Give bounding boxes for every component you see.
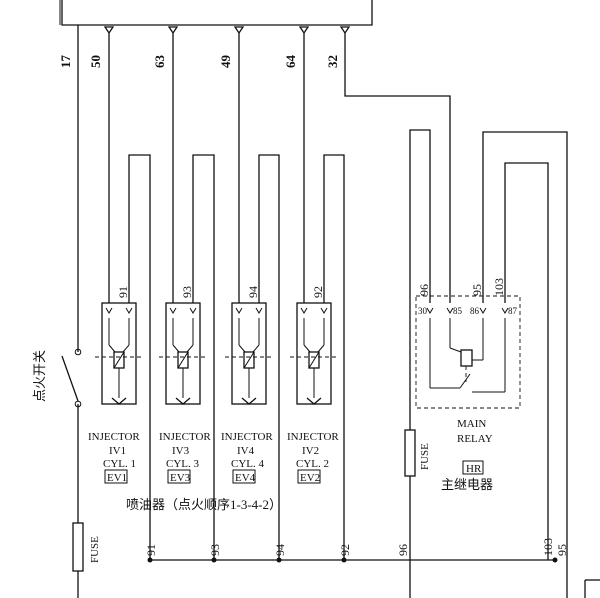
injector-1-tag: EV1	[107, 472, 127, 484]
wire-32	[344, 33, 451, 303]
injector-3-top-wire: 93	[180, 286, 194, 298]
injector-1-code: IV1	[109, 445, 126, 457]
ecu-pin-arrows	[103, 26, 351, 35]
injector-3-bottom-wire: 93	[208, 544, 222, 556]
bottom-bus	[147, 557, 558, 563]
injector-1-wires	[108, 33, 151, 560]
injector-1-cyl: CYL. 1	[103, 458, 136, 470]
injector-4-code: IV4	[237, 445, 255, 457]
fuse-right	[404, 429, 416, 477]
injector-3-caption: INJECTOR IV3 CYL. 3 EV3	[159, 431, 211, 484]
ecu-pin-32: 32	[325, 55, 340, 68]
bottom-right-frame	[584, 579, 600, 598]
injector-2-symbol	[290, 302, 338, 405]
injector-3-cyl: CYL. 3	[166, 458, 200, 470]
ecu-connector	[59, 0, 373, 26]
fuse-left	[72, 522, 84, 572]
ecu-pin-64: 64	[283, 55, 298, 69]
injector-4-name: INJECTOR	[221, 431, 273, 443]
ignition-switch	[61, 348, 82, 408]
injector-2-name: INJECTOR	[287, 431, 339, 443]
injector-3-tag: EV3	[170, 472, 191, 484]
injector-caption: 喷油器（点火顺序1-3-4-2）	[126, 497, 282, 512]
injector-3-name: INJECTOR	[159, 431, 211, 443]
injector-4-top-wire: 94	[246, 286, 260, 298]
injector-1-name: INJECTOR	[88, 431, 140, 443]
ignition-switch-label: 点火开关	[32, 350, 47, 402]
bottom-wire-96: 96	[396, 544, 410, 556]
injector-2-tag: EV2	[300, 472, 320, 484]
injector-3-code: IV3	[172, 445, 190, 457]
injector-1-caption: INJECTOR IV1 CYL. 1 EV1	[88, 431, 140, 484]
injector-2-cyl: CYL. 2	[296, 458, 329, 470]
injector-1-bottom-wire: 91	[144, 544, 158, 556]
injector-2-code: IV2	[302, 445, 319, 457]
injector-3-symbol	[159, 302, 207, 405]
main-relay-box	[415, 295, 521, 409]
injector-4-cyl: CYL. 4	[231, 458, 265, 470]
injector-2-wires	[303, 33, 345, 560]
relay-wires	[409, 129, 568, 598]
injector-4-symbol	[225, 302, 273, 405]
bottom-wire-103: 103	[541, 538, 555, 556]
ecu-pin-49: 49	[218, 55, 233, 69]
relay-tag: HR	[466, 463, 482, 475]
fuse-left-label: FUSE	[89, 536, 101, 563]
relay-cn-label: 主继电器	[441, 477, 493, 492]
relay-wire-103: 103	[492, 278, 506, 296]
relay-wire-96: 96	[417, 284, 431, 296]
relay-line2: RELAY	[457, 433, 493, 445]
relay-pin-85: 85	[453, 306, 463, 316]
relay-pin-86: 86	[470, 306, 480, 316]
relay-line1: MAIN	[457, 418, 486, 430]
injector-2-bottom-wire: 92	[338, 544, 352, 556]
ecu-pin-63: 63	[152, 55, 167, 69]
injector-3-wires	[172, 33, 215, 560]
injector-4-tag: EV4	[235, 472, 256, 484]
relay-wire-95: 95	[470, 284, 484, 296]
injector-4-caption: INJECTOR IV4 CYL. 4 EV4	[221, 431, 273, 484]
fuse-right-label: FUSE	[419, 443, 431, 470]
relay-tag-box	[462, 460, 484, 475]
relay-pin-87: 87	[508, 306, 518, 316]
ecu-pin-50: 50	[88, 55, 103, 68]
bottom-wire-95: 95	[555, 544, 569, 556]
injector-2-caption: INJECTOR IV2 CYL. 2 EV2	[287, 431, 339, 484]
ecu-pin-17: 17	[58, 55, 73, 69]
injector-1-symbol	[95, 302, 143, 405]
injector-4-bottom-wire: 94	[273, 544, 287, 556]
relay-pin-30: 30	[418, 306, 428, 316]
injector-4-wires	[238, 33, 280, 560]
injector-2-top-wire: 92	[311, 286, 325, 298]
injector-1-top-wire: 91	[116, 286, 130, 298]
